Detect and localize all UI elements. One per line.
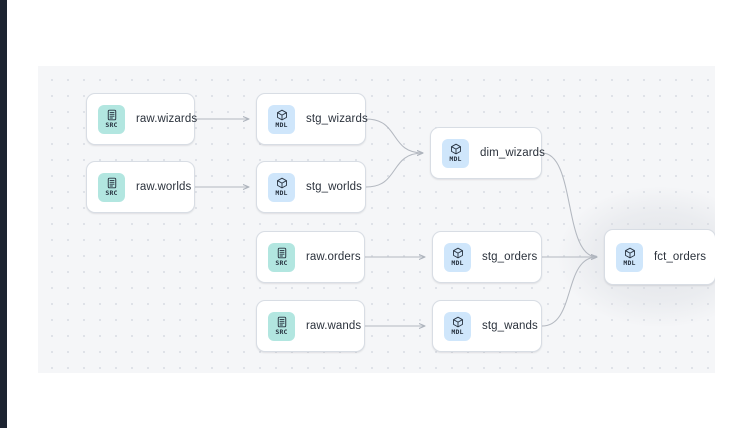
type-badge-label: SRC bbox=[105, 189, 118, 198]
graph-node-stg-orders[interactable]: MDL stg_orders bbox=[432, 231, 542, 283]
node-label: stg_wands bbox=[482, 320, 538, 332]
source-type-badge: SRC bbox=[98, 172, 125, 202]
graph-node-raw-worlds[interactable]: SRC raw.worlds bbox=[86, 161, 195, 213]
model-type-badge: MDL bbox=[444, 242, 471, 272]
graph-node-raw-wizards[interactable]: SRC raw.wizards bbox=[86, 93, 198, 145]
model-type-badge: MDL bbox=[268, 104, 295, 134]
database-icon bbox=[276, 316, 288, 328]
sidebar-rail[interactable] bbox=[0, 0, 7, 428]
type-badge-label: MDL bbox=[449, 155, 462, 164]
graph-edge-stg-wizards-to-dim-wizards bbox=[365, 118, 423, 153]
database-icon bbox=[106, 177, 118, 189]
source-type-badge: SRC bbox=[268, 311, 295, 341]
source-type-badge: SRC bbox=[268, 242, 295, 272]
type-badge-label: MDL bbox=[451, 259, 464, 268]
node-label: raw.wands bbox=[306, 320, 362, 332]
model-type-badge: MDL bbox=[442, 138, 469, 168]
graph-node-stg-worlds[interactable]: MDL stg_worlds bbox=[256, 161, 366, 213]
cube-icon bbox=[276, 177, 288, 189]
type-badge-label: SRC bbox=[275, 328, 288, 337]
graph-node-fct-orders[interactable]: MDL fct_orders bbox=[604, 229, 715, 285]
node-label: dim_wizards bbox=[480, 147, 546, 159]
cube-icon bbox=[452, 247, 464, 259]
database-icon bbox=[106, 109, 118, 121]
node-label: stg_worlds bbox=[306, 181, 362, 193]
node-label: stg_orders bbox=[482, 251, 538, 263]
cube-icon bbox=[452, 316, 464, 328]
type-badge-label: MDL bbox=[623, 259, 636, 268]
type-badge-label: MDL bbox=[275, 189, 288, 198]
model-type-badge: MDL bbox=[268, 172, 295, 202]
graph-edge-stg-worlds-to-dim-wizards bbox=[365, 153, 423, 188]
node-label: raw.wizards bbox=[136, 113, 198, 125]
graph-node-raw-orders[interactable]: SRC raw.orders bbox=[256, 231, 365, 283]
graph-node-stg-wizards[interactable]: MDL stg_wizards bbox=[256, 93, 368, 145]
model-type-badge: MDL bbox=[444, 311, 471, 341]
model-type-badge: MDL bbox=[616, 242, 643, 272]
graph-node-raw-wands[interactable]: SRC raw.wands bbox=[256, 300, 365, 352]
type-badge-label: MDL bbox=[275, 121, 288, 130]
cube-icon bbox=[276, 109, 288, 121]
cube-icon bbox=[624, 247, 636, 259]
cube-icon bbox=[450, 143, 462, 155]
database-icon bbox=[276, 247, 288, 259]
node-label: raw.orders bbox=[306, 251, 361, 263]
graph-node-stg-wands[interactable]: MDL stg_wands bbox=[432, 300, 542, 352]
node-label: fct_orders bbox=[654, 251, 707, 263]
source-type-badge: SRC bbox=[98, 104, 125, 134]
type-badge-label: MDL bbox=[451, 328, 464, 337]
type-badge-label: SRC bbox=[275, 259, 288, 268]
node-label: raw.worlds bbox=[136, 181, 192, 193]
graph-node-dim-wizards[interactable]: MDL dim_wizards bbox=[430, 127, 546, 179]
node-label: stg_wizards bbox=[306, 113, 368, 125]
type-badge-label: SRC bbox=[105, 121, 118, 130]
